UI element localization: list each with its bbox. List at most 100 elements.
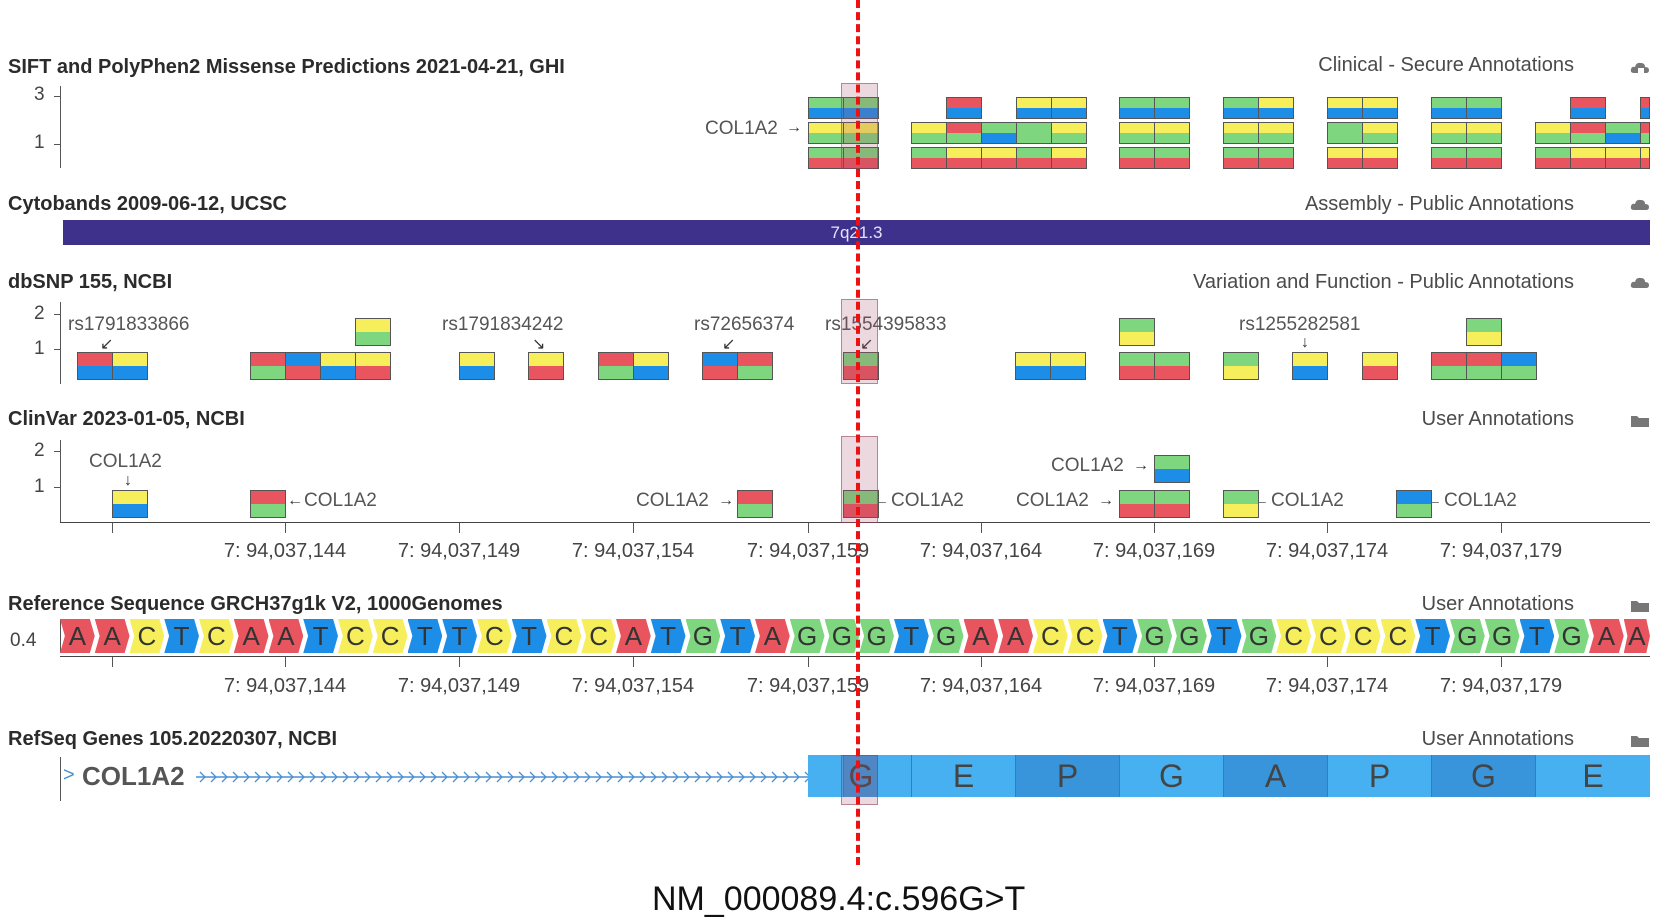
sequence-base[interactable]: C [1033,619,1068,653]
dbsnp-label-rs1791833866[interactable]: rs1791833866 [68,314,190,335]
sift-variant-box[interactable] [808,122,844,144]
clinvar-variant-box[interactable] [1396,490,1432,518]
sequence-base[interactable]: T [164,619,199,653]
dbsnp-variant-box[interactable] [285,352,321,380]
amino-acid-cell[interactable]: A [1223,755,1327,797]
sequence-base[interactable]: C [338,619,373,653]
sift-variant-box[interactable] [1466,97,1502,119]
dbsnp-variant-box[interactable] [1292,352,1328,380]
sequence-base[interactable]: T [650,619,686,653]
clinvar-variant-box[interactable] [1223,490,1259,518]
sift-variant-box[interactable] [808,147,844,169]
clinvar-variant-box[interactable] [843,490,879,518]
amino-acid-cell[interactable]: P [1327,755,1431,797]
sift-variant-box[interactable] [1327,147,1363,169]
sift-variant-box[interactable] [1051,122,1087,144]
sequence-base[interactable]: T [894,619,929,653]
sequence-base[interactable]: T [1519,619,1555,653]
sequence-base[interactable]: A [616,619,651,653]
dbsnp-variant-box[interactable] [112,352,148,380]
sift-variant-box[interactable] [981,122,1017,144]
amino-acid-cell[interactable]: G [1431,755,1535,797]
sequence-base[interactable]: G [1241,619,1277,653]
dbsnp-variant-box[interactable] [1501,352,1537,380]
sift-variant-box[interactable] [1431,147,1467,169]
dbsnp-variant-box[interactable] [355,318,391,346]
dbsnp-label-rs1791834242[interactable]: rs1791834242 [442,314,564,335]
amino-acid-cell[interactable]: P [1015,755,1119,797]
sift-variant-box[interactable] [1119,147,1155,169]
sequence-base[interactable]: C [1380,619,1416,653]
amino-acid-cell[interactable]: E [911,755,1015,797]
cloud-icon[interactable] [1630,275,1650,291]
dbsnp-label-rs1255282581[interactable]: rs1255282581 [1239,314,1361,335]
clinvar-variant-box[interactable] [737,490,773,518]
sift-variant-box[interactable] [1223,147,1259,169]
sequence-base[interactable]: T [442,619,477,653]
dbsnp-variant-box[interactable] [1466,318,1502,346]
sift-variant-box[interactable] [1258,97,1294,119]
sequence-base[interactable]: G [1484,619,1520,653]
sequence-base[interactable]: A [94,619,130,653]
sift-variant-box[interactable] [1535,122,1571,144]
cloud-icon[interactable] [1630,197,1650,213]
sift-variant-box[interactable] [1362,97,1398,119]
clinvar-variant-box[interactable] [112,490,148,518]
sift-variant-box[interactable] [911,147,947,169]
sequence-base[interactable]: C [1276,619,1311,653]
dbsnp-label-rs1554395833[interactable]: rs1554395833 [825,314,947,335]
sequence-base[interactable]: G [1554,619,1589,653]
sequence-base[interactable]: C [581,619,616,653]
sift-variant-box[interactable] [1362,122,1398,144]
sequence-base[interactable]: T [720,619,755,653]
sift-variant-box[interactable] [1431,122,1467,144]
dbsnp-variant-box[interactable] [1154,352,1190,380]
clinvar-label-col1a2[interactable]: COL1A2 [89,451,162,472]
sift-variant-box[interactable] [1362,147,1398,169]
sift-variant-box[interactable] [1258,147,1294,169]
sift-variant-box[interactable] [911,122,947,144]
clinvar-variant-box[interactable] [1119,490,1155,518]
sift-variant-box[interactable] [1154,147,1190,169]
sift-variant-box[interactable] [1016,97,1052,119]
clinvar-label-col1a2[interactable]: COL1A2 [1051,455,1124,476]
dbsnp-variant-box[interactable] [702,352,738,380]
sequence-base[interactable]: G [859,619,894,653]
sequence-base[interactable]: A [998,619,1033,653]
dbsnp-variant-box[interactable] [77,352,113,380]
sequence-base[interactable]: C [1067,619,1103,653]
sequence-base[interactable]: A [1589,619,1624,653]
sift-variant-box[interactable] [1154,122,1190,144]
sift-variant-box[interactable] [1605,147,1641,169]
sequence-base[interactable]: A [60,619,95,653]
sift-variant-box[interactable] [843,122,879,144]
sift-variant-box[interactable] [1640,147,1650,169]
clinvar-label-col1a2[interactable]: COL1A2 [1271,490,1344,511]
sift-variant-box[interactable] [1327,122,1363,144]
dbsnp-variant-box[interactable] [598,352,634,380]
sequence-base[interactable]: G [685,619,721,653]
sequence-base[interactable]: G [928,619,964,653]
dbsnp-variant-box[interactable] [1015,352,1051,380]
dbsnp-variant-box[interactable] [1362,352,1398,380]
sift-variant-box[interactable] [1466,122,1502,144]
sift-variant-box[interactable] [1640,97,1650,119]
gene-exon-bar[interactable] [808,755,1650,797]
sift-variant-box[interactable] [1154,97,1190,119]
sift-variant-box[interactable] [1570,147,1606,169]
sift-variant-box[interactable] [1466,147,1502,169]
sift-variant-box[interactable] [1640,122,1650,144]
sequence-base[interactable]: T [1102,619,1138,653]
sift-variant-box[interactable] [1258,122,1294,144]
clinvar-label-col1a2[interactable]: COL1A2 [891,490,964,511]
sift-variant-box[interactable] [1327,97,1363,119]
sequence-base[interactable]: A [1623,619,1650,653]
sift-variant-box[interactable] [1570,97,1606,119]
folder-icon[interactable] [1630,413,1650,429]
sequence-base[interactable]: G [789,619,825,653]
dbsnp-variant-box[interactable] [250,352,286,380]
dbsnp-variant-box[interactable] [1466,352,1502,380]
dbsnp-variant-box[interactable] [737,352,773,380]
dbsnp-variant-box[interactable] [1050,352,1086,380]
clinvar-variant-box[interactable] [1154,455,1190,483]
